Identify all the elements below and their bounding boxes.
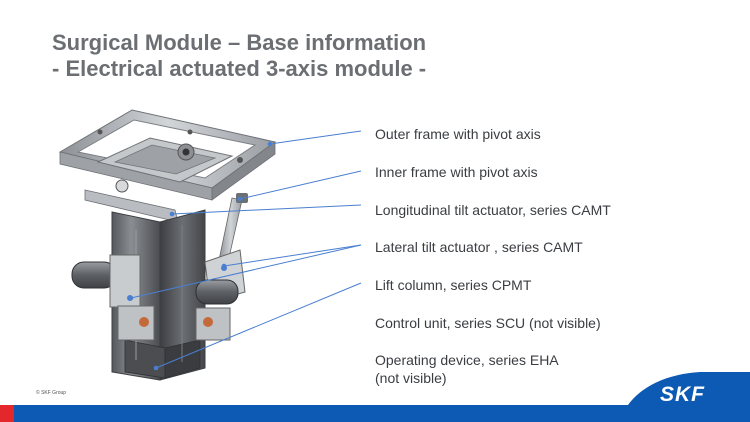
copyright-text: © SKF Group [36, 390, 67, 396]
bracket-blocks [117, 305, 231, 341]
footer-bar [0, 405, 750, 422]
callout-line-lateral [223, 244, 362, 267]
callout-line-lift-column [130, 244, 362, 299]
callout-line-control-unit [155, 282, 362, 369]
callout-label-outer-frame: Outer frame with pivot axis [375, 126, 541, 142]
callout-label-lateral-tilt: Lateral tilt actuator , series CAMT [375, 239, 583, 255]
callout-dot-lift-column [128, 295, 134, 301]
inner-frame [84, 137, 234, 223]
callout-dot-lateral [221, 263, 227, 269]
callout-line-longitudinal [171, 204, 362, 215]
callout-dots [128, 141, 273, 371]
callout-line-inner-frame [239, 170, 362, 200]
callout-dot-inner-frame [237, 196, 243, 202]
callout-label-operating-device: Operating device, series EHA [375, 352, 559, 368]
slide-title: Surgical Module – Base information - Ele… [52, 30, 426, 82]
callout-label-lift-column: Lift column, series CPMT [375, 277, 532, 293]
callout-dot-longitudinal [169, 211, 175, 217]
callout-label-inner-frame: Inner frame with pivot axis [375, 164, 538, 180]
callout-label-longitudinal-tilt: Longitudinal tilt actuator, series CAMT [375, 202, 611, 218]
callout-lines [130, 130, 362, 369]
title-line-2: - Electrical actuated 3-axis module - [52, 56, 427, 81]
lateral-tilt-actuator [195, 249, 246, 305]
callout-dot-outer-frame [267, 141, 273, 147]
callout-label-operating-device-note: (not visible) [375, 370, 447, 386]
title-line-1: Surgical Module – Base information [52, 30, 427, 55]
longitudinal-tilt-actuator [218, 193, 248, 263]
callout-labels: Outer frame with pivot axis Inner frame … [375, 0, 745, 422]
callout-dot-control-unit [153, 365, 159, 371]
lift-column [111, 209, 206, 381]
footer-red-accent [0, 405, 14, 422]
callout-line-outer-frame [269, 130, 362, 145]
callout-label-control-unit: Control unit, series SCU (not visible) [375, 315, 601, 331]
